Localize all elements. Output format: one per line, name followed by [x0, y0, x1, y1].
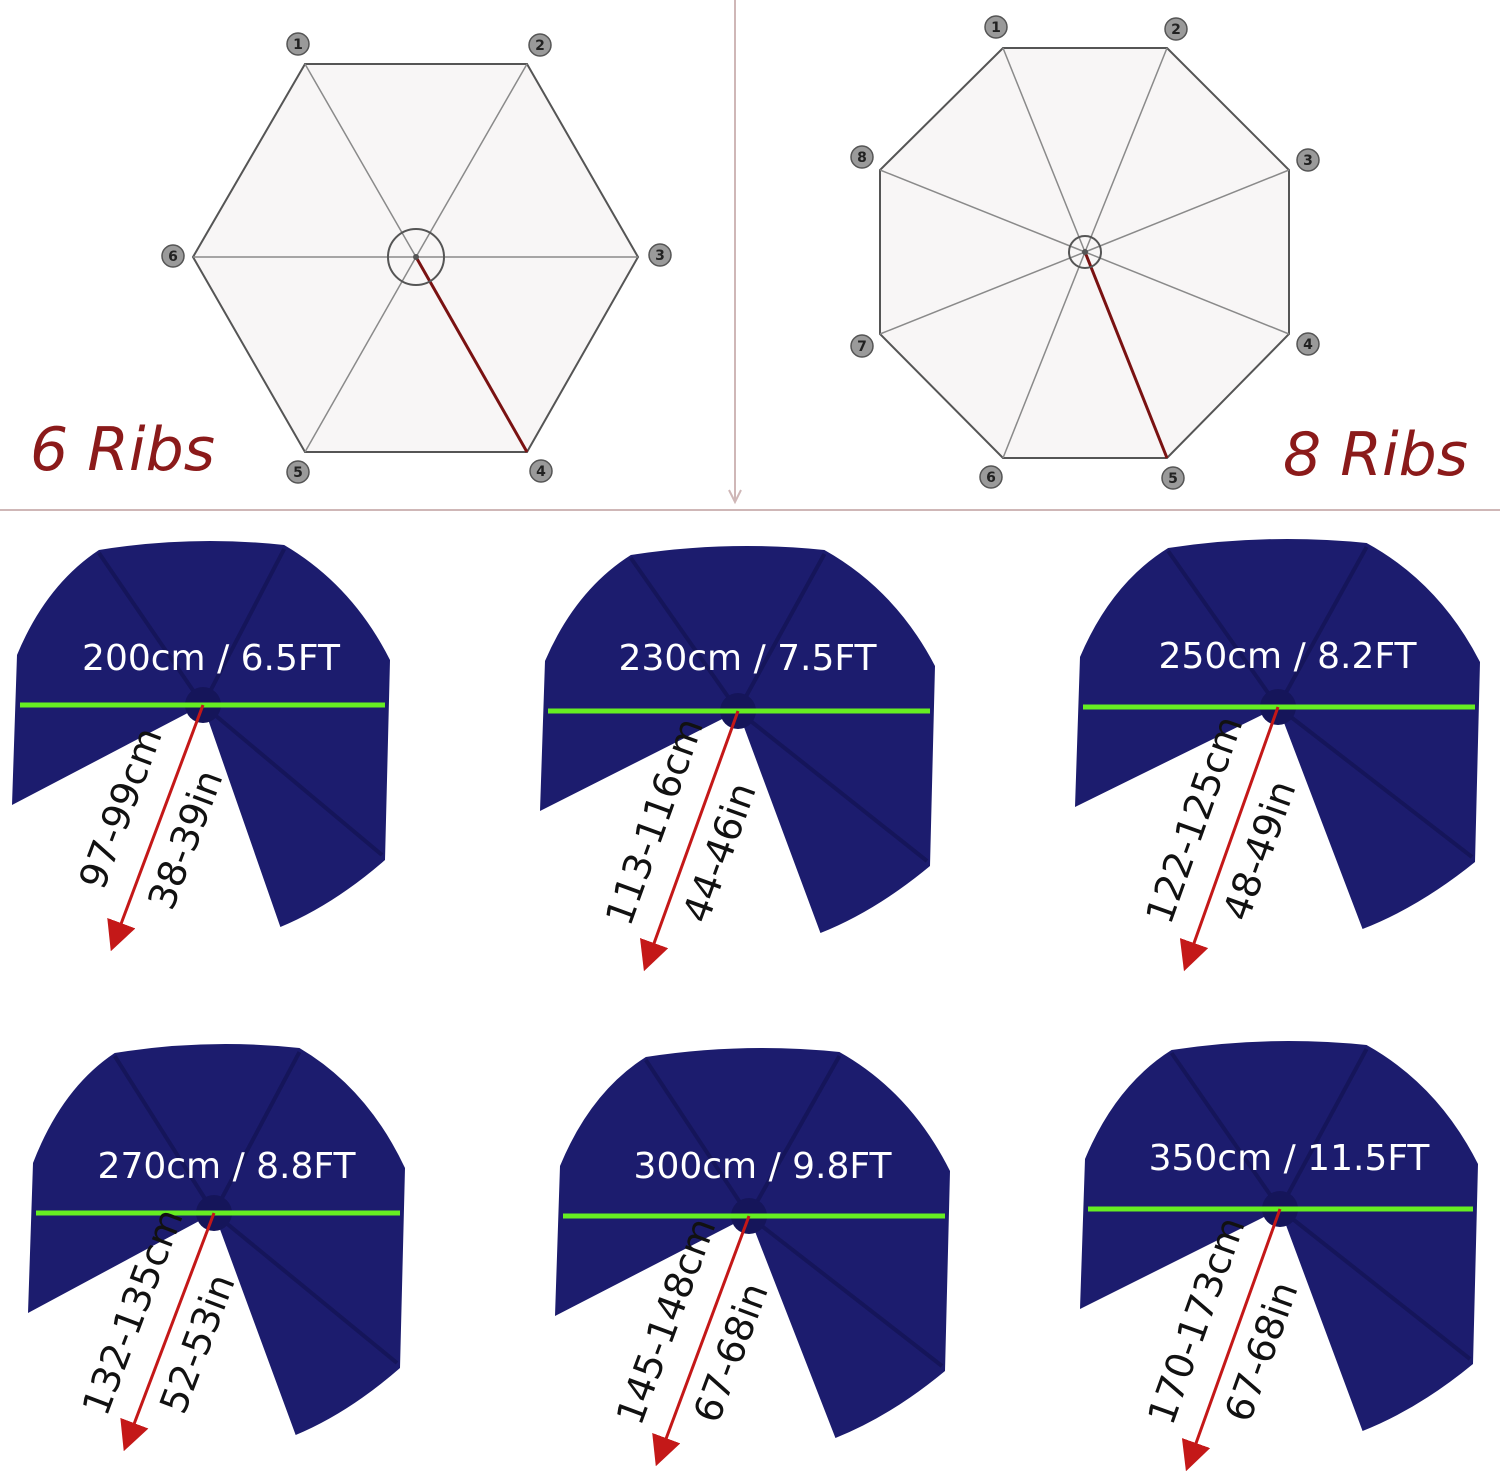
eight-rib-highlighted-rib	[1083, 251, 1169, 459]
canopy-seam	[201, 703, 384, 857]
six-rib-hub-center	[413, 254, 419, 260]
canopy-panel	[1075, 539, 1480, 929]
eight-rib-rib-line	[1084, 251, 1290, 335]
rib-length-arrow	[640, 710, 740, 972]
diameter-label: 300cm / 9.8FT	[634, 1146, 893, 1187]
svg-text:1: 1	[991, 20, 1001, 36]
canopy-seam	[212, 1211, 399, 1365]
canopy-seam	[212, 1051, 302, 1214]
rib-length-arrow	[1179, 706, 1280, 972]
canopy-seam	[747, 1055, 842, 1217]
svg-text:5: 5	[293, 465, 303, 481]
svg-text:2: 2	[1171, 22, 1181, 38]
rib-length-arrow	[107, 704, 205, 952]
rib-length-arrow	[1181, 1208, 1282, 1471]
six-rib-rib-line	[304, 63, 417, 258]
canopy-seam	[736, 709, 929, 863]
diameter-label: 270cm / 8.8FT	[98, 1146, 357, 1187]
eight-rib-hub	[1068, 235, 1102, 269]
canopy-seam	[1166, 549, 1280, 709]
canopy-seam	[644, 1058, 751, 1218]
six-rib-rib-line	[304, 256, 417, 453]
canopy-panel	[540, 546, 935, 933]
six-rib-highlighted-rib	[414, 256, 529, 453]
rib-count-section: 1 2 3 4 5 6 1 2 3 4 5 6 7 8 6 Ribs 8 Ribs	[0, 0, 1500, 511]
six-rib-rib-number: 5	[286, 460, 310, 484]
canopy-seam	[1169, 1051, 1282, 1211]
eight-ribs-label: 8 Ribs	[1283, 420, 1468, 490]
six-rib-rib-line	[415, 63, 528, 258]
diameter-label: 250cm / 8.2FT	[1159, 636, 1418, 677]
eight-rib-rib-number: 8	[850, 145, 874, 169]
eight-rib-rib-number: 7	[850, 334, 874, 358]
svg-text:7: 7	[857, 339, 867, 355]
six-rib-hub	[387, 228, 445, 286]
canopy-panel	[12, 541, 390, 927]
canopy-seam	[97, 551, 205, 707]
canopy-seam	[113, 1054, 216, 1215]
canopy-seam	[201, 548, 286, 706]
six-rib-rib-number: 2	[528, 33, 552, 57]
svg-text:4: 4	[1303, 337, 1313, 353]
svg-text:3: 3	[655, 248, 665, 264]
eight-rib-rib-number: 6	[979, 465, 1003, 489]
svg-text:1: 1	[293, 37, 303, 53]
eight-rib-rib-number: 4	[1296, 332, 1320, 356]
eight-rib-rib-line	[1002, 47, 1086, 253]
diameter-label: 230cm / 7.5FT	[619, 638, 878, 679]
divider-arrowhead	[728, 489, 742, 505]
canopy-panel	[1080, 1041, 1478, 1431]
eight-rib-rib-number: 1	[984, 15, 1008, 39]
diameter-label: 200cm / 6.5FT	[82, 638, 341, 679]
canopy-seam	[1278, 1207, 1472, 1361]
svg-text:6: 6	[168, 249, 178, 265]
six-rib-diagram: 1 2 3 4 5 6	[161, 32, 672, 484]
eight-rib-rib-number: 5	[1161, 466, 1185, 490]
diameter-label: 350cm / 11.5FT	[1149, 1138, 1431, 1179]
eight-rib-rib-line	[1002, 251, 1086, 459]
svg-text:8: 8	[857, 150, 867, 166]
eight-rib-rib-number: 2	[1164, 17, 1188, 41]
canopy-seam	[1278, 1048, 1369, 1210]
rib-length-arrow	[120, 1212, 216, 1452]
canopy-panel	[555, 1048, 950, 1438]
canopy-panel	[28, 1044, 405, 1435]
eight-rib-diagram: 1 2 3 4 5 6 7 8	[850, 15, 1320, 490]
six-rib-rib-number: 4	[529, 459, 553, 483]
canopy-seam	[1276, 705, 1474, 859]
svg-text:3: 3	[1303, 153, 1313, 169]
svg-text:5: 5	[1168, 471, 1178, 487]
svg-text:4: 4	[536, 464, 546, 480]
six-rib-rib-number: 1	[286, 32, 310, 56]
svg-text:6: 6	[986, 470, 996, 486]
six-ribs-label: 6 Ribs	[30, 415, 215, 485]
rib-length-arrow	[652, 1215, 751, 1467]
eight-rib-rib-number: 3	[1296, 148, 1320, 172]
canopy-seam	[1276, 546, 1369, 708]
eight-rib-rib-line	[879, 169, 1086, 253]
eight-rib-hub-center	[1082, 249, 1088, 255]
svg-text:2: 2	[535, 38, 545, 54]
canopy-seam	[736, 553, 827, 712]
eight-rib-rib-line	[1084, 47, 1168, 253]
canopy-seam	[629, 556, 740, 713]
six-rib-rib-number: 6	[161, 244, 185, 268]
eight-rib-rib-line	[1084, 169, 1290, 253]
canopy-seam	[747, 1214, 944, 1368]
eight-rib-rib-line	[879, 251, 1086, 335]
six-rib-rib-number: 3	[648, 243, 672, 267]
